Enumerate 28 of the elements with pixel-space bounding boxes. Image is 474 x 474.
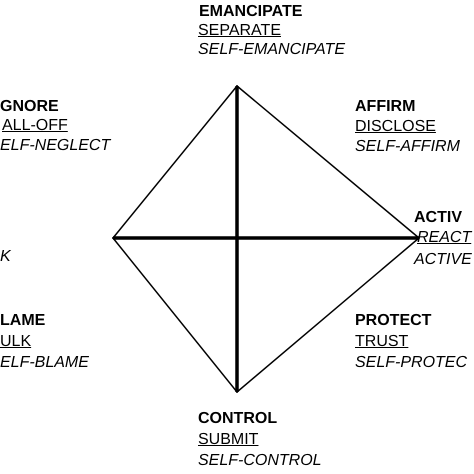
pole-label: REACT (417, 229, 472, 247)
pole-label: SELF-AFFIRM (355, 138, 460, 156)
axis-line (235, 86, 239, 392)
pole-label: TRUST (355, 333, 408, 351)
pole-label: ELF-NEGLECT (0, 137, 110, 155)
pole-label: SELF-EMANCIPATE (198, 41, 345, 59)
pole-label: DISCLOSE (355, 118, 436, 136)
pole-label: ALL-OFF (2, 117, 68, 135)
pole-label: SELF-PROTEC (355, 354, 468, 372)
pole-label: ELF-BLAME (0, 354, 89, 372)
pole-label: ULK (0, 333, 32, 351)
diamond-side-line (236, 237, 420, 393)
pole-label: CONTROL (198, 410, 278, 428)
pole-label: ACTIV (414, 209, 462, 227)
axis-line (113, 236, 419, 240)
pole-label: SUBMIT (198, 431, 258, 449)
pole-label: AFFIRM (355, 98, 416, 116)
pole-label: K (0, 248, 11, 266)
pole-label: EMANCIPATE (199, 3, 302, 21)
pole-label: PROTECT (355, 312, 432, 330)
pole-label: GNORE (0, 98, 59, 116)
diamond-side-line (112, 238, 238, 392)
diamond-side-line (112, 86, 238, 238)
pole-label: LAME (0, 312, 46, 330)
diamond-side-line (236, 85, 420, 239)
pole-label: SEPARATE (198, 22, 281, 40)
pole-label: SELF-CONTROL (198, 452, 322, 470)
pole-label: ACTIVE (414, 251, 472, 269)
